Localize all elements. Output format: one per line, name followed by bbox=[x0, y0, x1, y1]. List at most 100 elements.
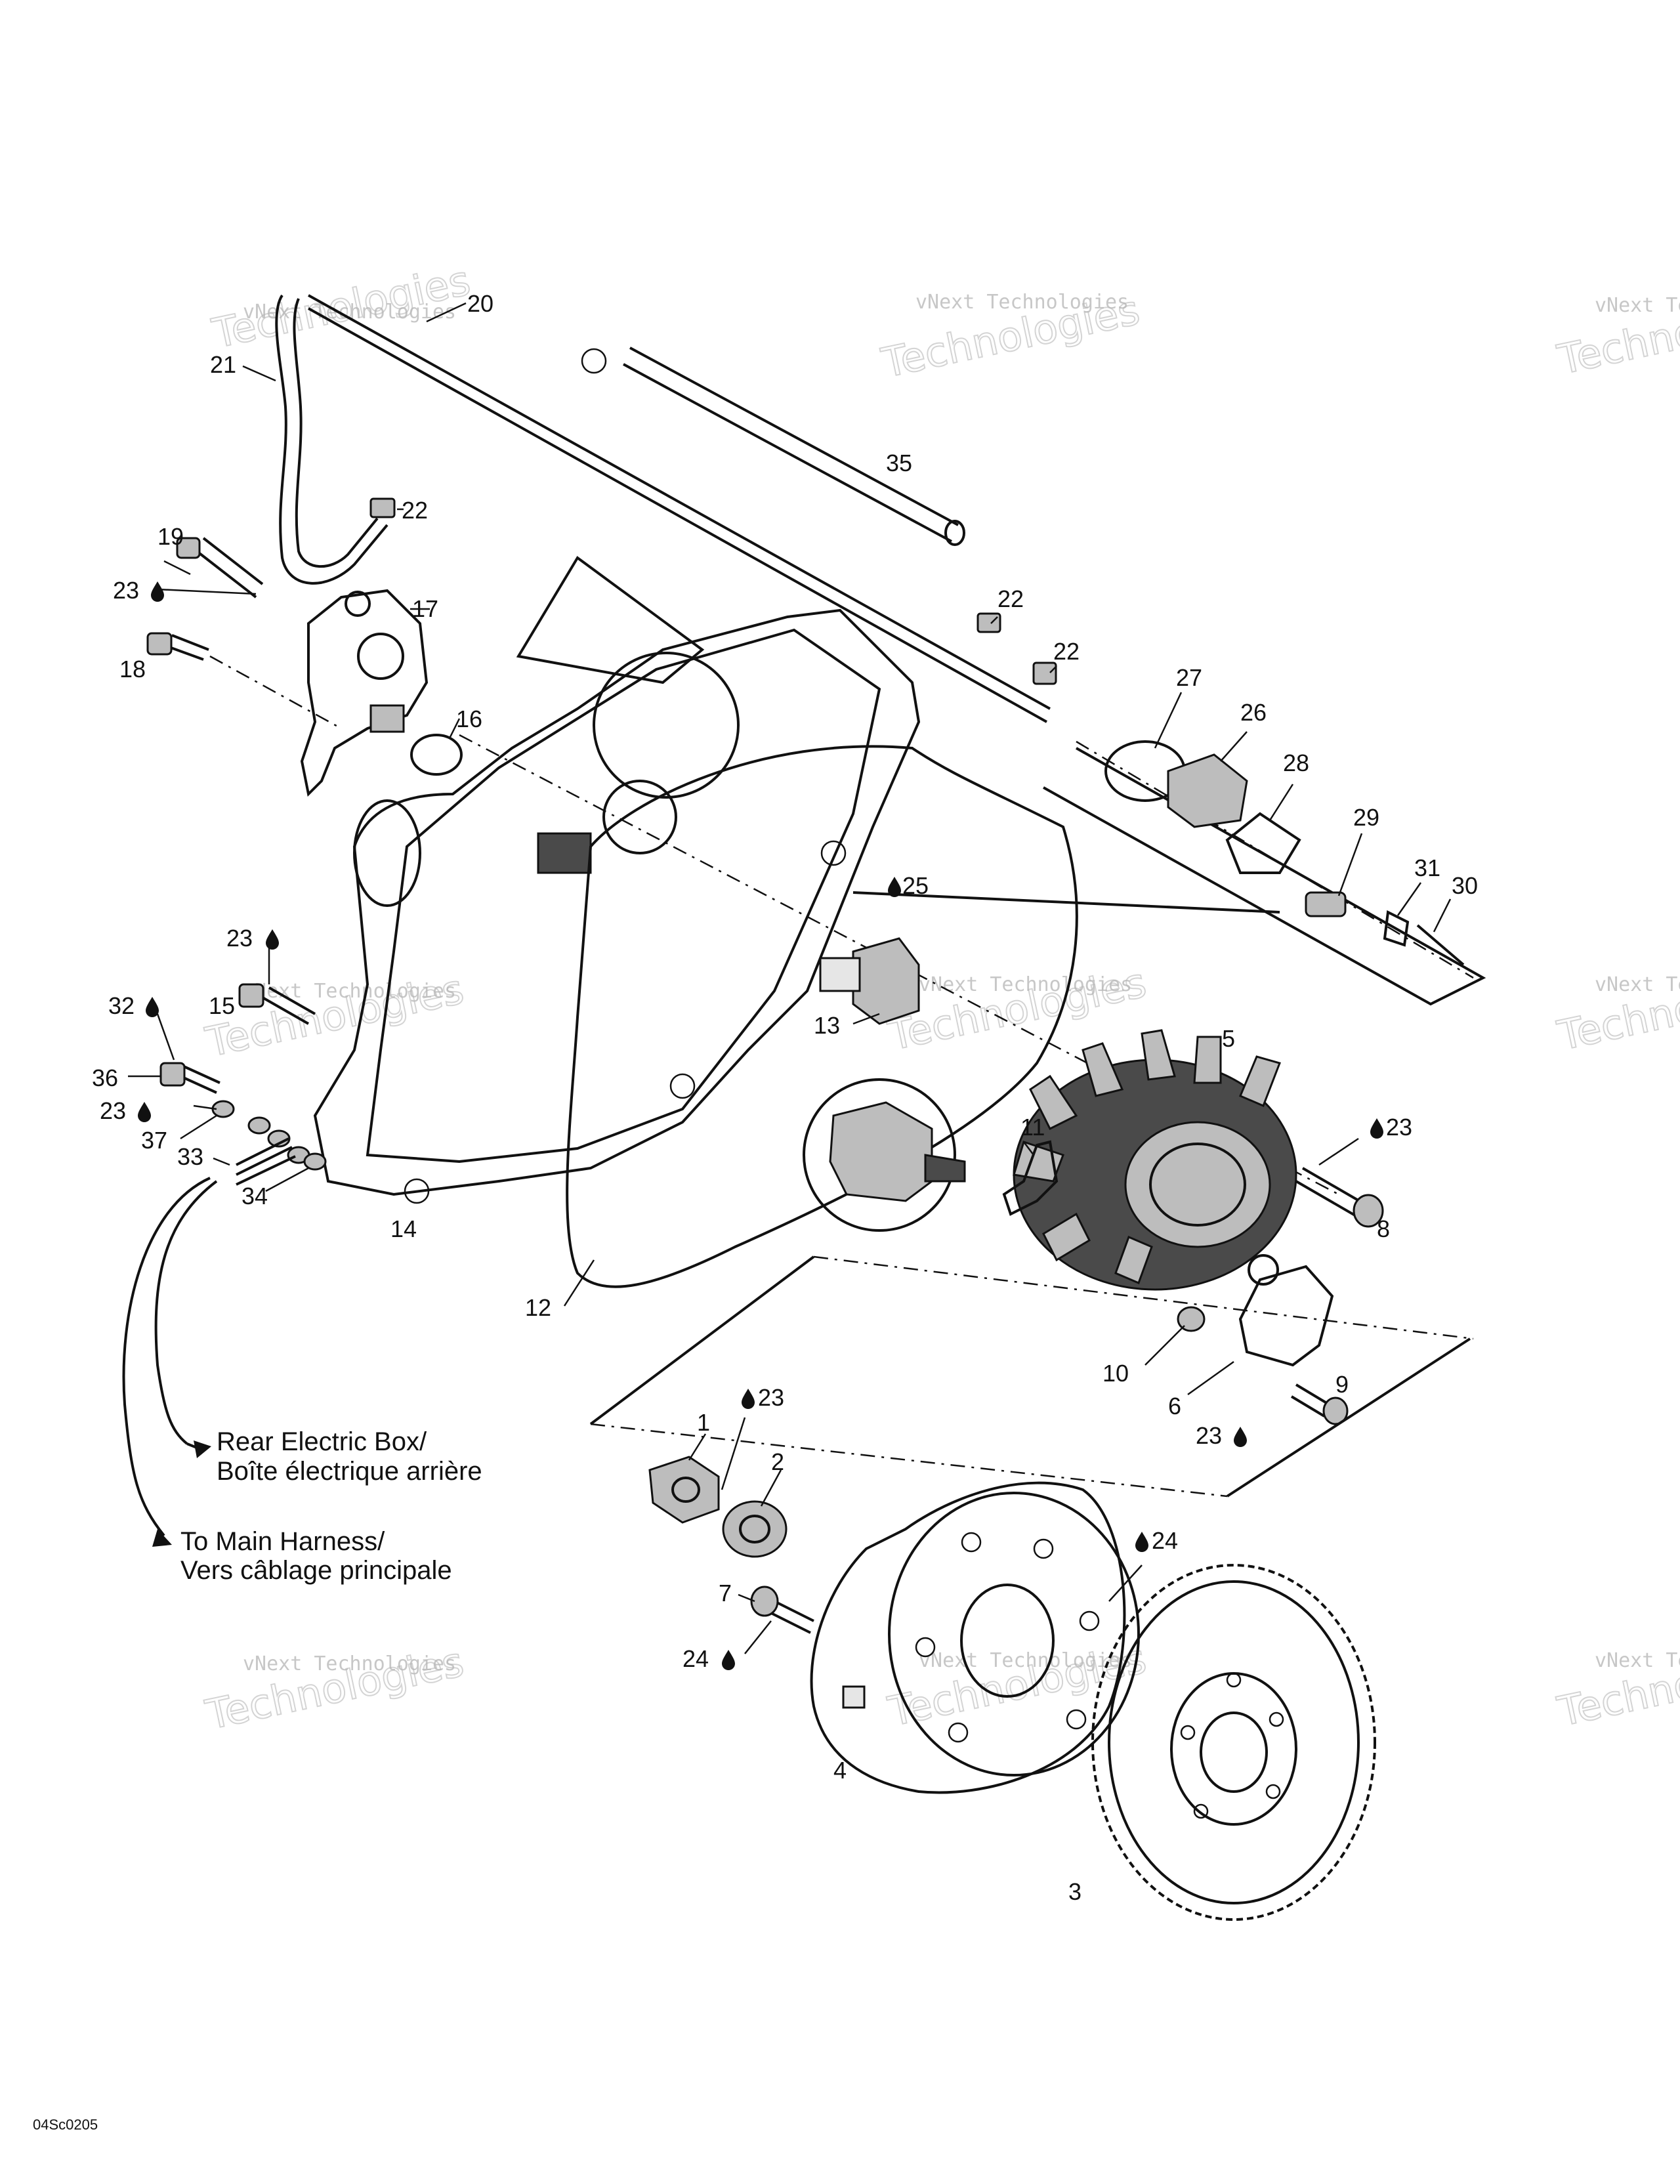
line-frame-lower bbox=[589, 1255, 815, 1425]
watermark-top-right: vNext Technologies Technologies bbox=[1553, 282, 1680, 384]
screw-9 bbox=[1290, 1383, 1330, 1418]
washer bbox=[247, 1116, 271, 1135]
callout-26: 26 bbox=[1240, 699, 1267, 726]
leader-1 bbox=[688, 1433, 707, 1461]
ring-gear-3-plate bbox=[1170, 1672, 1297, 1826]
drop-icon bbox=[151, 581, 164, 602]
ring-gear-3-hole bbox=[1226, 1672, 1242, 1688]
leader-11 bbox=[1023, 1141, 1034, 1156]
pump-17-nipple bbox=[345, 591, 371, 617]
watermark-top-center: vNext Technologies Technologies bbox=[877, 285, 1144, 387]
leader-23c bbox=[193, 1104, 217, 1110]
callout-7: 7 bbox=[719, 1580, 732, 1606]
leader-28 bbox=[1269, 784, 1294, 821]
stator-5-pole bbox=[1029, 1074, 1078, 1131]
ring-gear-3-hole bbox=[1180, 1725, 1196, 1740]
callout-15: 15 bbox=[209, 992, 235, 1019]
leader-22b bbox=[990, 616, 998, 624]
leader-29 bbox=[1337, 833, 1363, 896]
callout-13: 13 bbox=[814, 1012, 840, 1039]
watermark-text: vNext Technologies bbox=[1595, 294, 1680, 317]
callout-24: 24 bbox=[1152, 1527, 1178, 1554]
callout-32: 32 bbox=[108, 992, 135, 1019]
bolt-36-head bbox=[159, 1062, 186, 1087]
callout-33: 33 bbox=[177, 1143, 203, 1170]
ring-gear-3 bbox=[1091, 1564, 1376, 1921]
cover-hole bbox=[404, 1178, 430, 1204]
cover-hole bbox=[669, 1073, 696, 1099]
callout-22: 22 bbox=[998, 585, 1024, 612]
figure-code: 04Sc0205 bbox=[33, 2116, 98, 2133]
cover-14-inner-rim bbox=[366, 628, 881, 1164]
leader-24b bbox=[744, 1620, 772, 1654]
cover-hole bbox=[820, 840, 847, 866]
note-rear-box-en: Rear Electric Box/ bbox=[217, 1427, 427, 1456]
line-sensor-frame bbox=[1043, 747, 1486, 1006]
leader-23a bbox=[157, 588, 257, 595]
parts-drawing bbox=[122, 294, 1486, 1921]
stator-5-pole bbox=[1082, 1042, 1124, 1097]
leader-26 bbox=[1220, 731, 1248, 762]
drop-icon bbox=[888, 877, 901, 897]
watermark-top-left: vNext Technologies Technologies bbox=[207, 255, 475, 358]
flywheel-4 bbox=[810, 1481, 1140, 1794]
watermark-text: vNext Technologies bbox=[243, 1652, 456, 1675]
o-ring-16 bbox=[410, 734, 463, 776]
note-main-harness-fr: Vers câblage principale bbox=[180, 1556, 452, 1585]
pump-17 bbox=[300, 589, 429, 797]
callout-labels: 20 21 22 19 23 17 18 16 35 22 22 27 26 2… bbox=[92, 290, 1478, 1905]
screw-15 bbox=[262, 986, 316, 1025]
clamp-22a bbox=[369, 497, 396, 518]
callout-34: 34 bbox=[242, 1183, 268, 1209]
watermark-bottom-left: vNext Technologies Technologies bbox=[201, 1637, 469, 1739]
leader-19 bbox=[163, 560, 191, 576]
ring-gear-3-hole bbox=[1193, 1803, 1209, 1819]
leader-31 bbox=[1396, 882, 1422, 916]
callout-23-lube: 23 bbox=[113, 577, 164, 604]
lead-main-harness bbox=[122, 1177, 211, 1537]
flywheel-4-hub bbox=[960, 1584, 1055, 1698]
cover-14-bore bbox=[593, 652, 740, 799]
leader-21 bbox=[242, 365, 276, 382]
callout-6: 6 bbox=[1168, 1393, 1181, 1419]
watermark-text: vNext Technologies bbox=[1595, 973, 1680, 996]
cover-14-top-bracket bbox=[516, 556, 705, 684]
callout-28: 28 bbox=[1283, 749, 1309, 776]
callout-23-lube: 23 bbox=[742, 1384, 784, 1411]
leader-22c bbox=[1049, 665, 1057, 673]
washer-2-hole bbox=[739, 1515, 770, 1544]
leader-27 bbox=[1154, 692, 1183, 749]
bolt-36 bbox=[180, 1065, 220, 1094]
nut-1-hole bbox=[671, 1477, 700, 1503]
callout-16: 16 bbox=[456, 705, 482, 732]
screw-18-head bbox=[146, 632, 173, 656]
watermark-mid-left: vNext Technologies Technologies bbox=[201, 964, 469, 1066]
callout-22: 22 bbox=[402, 497, 428, 524]
stator-5 bbox=[1013, 1029, 1297, 1291]
drop-icon bbox=[1234, 1427, 1247, 1447]
flywheel-4-face bbox=[888, 1492, 1140, 1776]
watermark-big-text: Technologies bbox=[208, 256, 474, 357]
screw-8-head bbox=[1353, 1194, 1384, 1228]
lead-rear-box bbox=[154, 1180, 218, 1445]
pin-30 bbox=[1416, 924, 1465, 966]
leader-23d bbox=[1318, 1137, 1359, 1166]
watermark-text: vNext Technologies bbox=[243, 980, 456, 1003]
washer bbox=[267, 1129, 291, 1148]
stator-5-pole bbox=[1239, 1055, 1281, 1107]
bracket-11 bbox=[1002, 1140, 1059, 1216]
stator-5-face bbox=[1124, 1121, 1271, 1248]
cover-14 bbox=[313, 608, 921, 1196]
ring-gear-3-bore bbox=[1200, 1712, 1268, 1793]
stator-5-pole bbox=[1114, 1235, 1153, 1285]
drop-icon bbox=[1135, 1532, 1148, 1552]
regulator-6 bbox=[1238, 1265, 1334, 1367]
callout-23-lube: 23 bbox=[226, 925, 279, 952]
callout-11: 11 bbox=[1020, 1114, 1045, 1141]
washer-2 bbox=[722, 1500, 788, 1558]
callout-30: 30 bbox=[1452, 872, 1478, 899]
watermark-mid-center: vNext Technologies Technologies bbox=[883, 957, 1151, 1060]
watermark-text: vNext Technologies bbox=[919, 1649, 1132, 1672]
flywheel-4-key bbox=[842, 1685, 866, 1709]
pump-17-shaft bbox=[369, 704, 405, 733]
